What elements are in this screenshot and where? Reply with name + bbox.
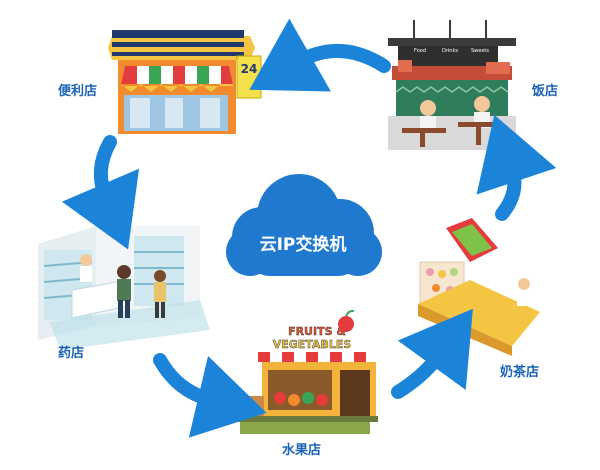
restaurant-illustration: Food Drinks Sweets: [388, 20, 516, 150]
label-milk-tea-shop: 奶茶店: [499, 364, 539, 380]
arrow-restaurant-to-convenience: [249, 18, 391, 92]
cloud-icon: [226, 174, 382, 276]
store-24-sign: 24: [241, 62, 258, 76]
fruit-store-illustration: FRUITS & VEGETABLES: [234, 309, 378, 434]
label-restaurant: 饭店: [531, 83, 558, 99]
fruits-sign: FRUITS &: [288, 325, 346, 338]
fruit-awning: [258, 352, 378, 362]
convenience-store-illustration: 24: [108, 30, 262, 134]
label-pharmacy: 药店: [58, 345, 84, 361]
arrow-milktea-to-restaurant: [476, 114, 557, 221]
menu-board-2: Drinks: [442, 48, 458, 54]
arrow-convenience-to-pharmacy: [61, 135, 140, 250]
menu-board-3: Sweets: [471, 48, 489, 54]
arrow-fruit-to-milktea: [391, 308, 473, 399]
cloud-label: 云IP交换机: [260, 234, 347, 255]
menu-board-1: Food: [414, 48, 426, 54]
label-convenience-store: 便利店: [58, 83, 97, 99]
store-awning: [121, 66, 233, 92]
label-fruit-store: 水果店: [282, 442, 321, 458]
milk-tea-shop-illustration: [418, 218, 540, 356]
pharmacy-illustration: [38, 226, 210, 350]
arrow-pharmacy-to-fruit: [153, 353, 267, 438]
vegetables-sign: VEGETABLES: [273, 338, 352, 351]
